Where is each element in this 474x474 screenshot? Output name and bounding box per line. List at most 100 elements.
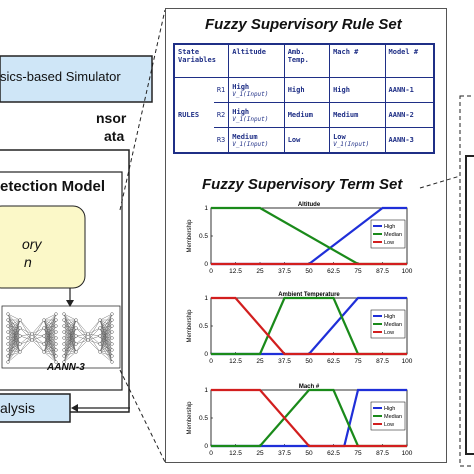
network-node: [62, 318, 66, 322]
legend-label: Median: [384, 322, 402, 328]
x-tick-label: 62.5: [327, 358, 340, 365]
network-node: [6, 360, 10, 364]
legend-label: High: [384, 314, 395, 320]
legend-label: Low: [384, 240, 394, 246]
series-line-low: [211, 388, 407, 448]
analysis-box: [0, 393, 71, 423]
network-node: [54, 312, 58, 316]
network-node: [6, 312, 10, 316]
x-tick-label: 100: [402, 358, 413, 365]
rule-set-title: Fuzzy Supervisory Rule Set: [205, 16, 402, 33]
x-tick-label: 37.5: [278, 450, 291, 457]
cell-altitude-sub: V_1(Input): [232, 140, 269, 148]
network-node: [54, 360, 58, 364]
fuzzy-supervisor-box: [0, 205, 86, 289]
cell-altitude-sub: V_1(Input): [232, 115, 269, 123]
y-tick-label: 0: [204, 351, 208, 358]
x-tick-label: 62.5: [327, 268, 340, 275]
network-node: [98, 318, 102, 322]
right-connector: [419, 95, 474, 467]
series-line-low: [211, 296, 407, 356]
legend-label: Low: [384, 422, 394, 428]
cell-model: AANN-3: [384, 127, 435, 154]
aann-label: AANN-3: [47, 362, 85, 373]
network-node: [54, 324, 58, 328]
legend-label: High: [384, 224, 395, 230]
y-tick-label: 0.5: [199, 323, 208, 330]
y-tick-label: 0.5: [199, 415, 208, 422]
network-node: [54, 342, 58, 346]
network-node: [62, 360, 66, 364]
simulator-label: sics-based Simulator: [0, 69, 121, 84]
system-diagram: [0, 9, 165, 463]
network-node: [110, 318, 114, 322]
network-node: [62, 324, 66, 328]
network-node: [62, 342, 66, 346]
cell-amb-temp: Low: [283, 127, 331, 154]
network-node: [62, 312, 66, 316]
detection-model-label: etection Model: [0, 178, 106, 195]
y-axis-label: Membership: [187, 401, 193, 435]
network-node: [6, 330, 10, 334]
network-node: [6, 336, 10, 340]
rules-label: RULES: [173, 77, 214, 154]
network-node: [54, 330, 58, 334]
aann-network-icon: [1, 305, 121, 369]
x-tick-label: 0: [209, 268, 213, 275]
cell-altitude-value: Medium: [232, 132, 258, 141]
x-tick-label: 87.5: [376, 358, 389, 365]
network-node: [110, 354, 114, 358]
network-node: [42, 326, 46, 330]
term-set-title: Fuzzy Supervisory Term Set: [202, 176, 403, 193]
network-node: [18, 350, 22, 354]
legend-label: Low: [384, 330, 394, 336]
network-node: [98, 334, 102, 338]
network-node: [62, 336, 66, 340]
rule-table: State Variables Altitude Amb. Temp. Mach…: [173, 43, 435, 154]
x-tick-label: 87.5: [376, 450, 389, 457]
network-node: [62, 348, 66, 352]
x-tick-label: 75: [354, 450, 362, 457]
x-tick-label: 50: [305, 450, 313, 457]
network-node: [42, 334, 46, 338]
series-line-high: [211, 388, 407, 448]
y-tick-label: 1: [204, 205, 208, 212]
x-tick-label: 0: [209, 450, 213, 457]
x-tick-label: 0: [209, 358, 213, 365]
network-node: [110, 342, 114, 346]
x-tick-label: 100: [402, 268, 413, 275]
cell-mach-sub: V_1(Input): [333, 140, 370, 148]
legend-label: Median: [384, 414, 402, 420]
x-tick-label: 100: [402, 450, 413, 457]
x-tick-label: 75: [354, 268, 362, 275]
header-amb-temp: Amb. Temp.: [283, 43, 331, 78]
y-axis-label: Membership: [187, 309, 193, 343]
x-tick-label: 12.5: [229, 268, 242, 275]
cell-altitude-value: High: [232, 107, 250, 116]
network-node: [74, 326, 78, 330]
data-label: ata: [104, 128, 125, 144]
network-node: [30, 338, 34, 342]
network-node: [42, 342, 46, 346]
y-tick-label: 0: [204, 261, 208, 268]
network-node: [98, 350, 102, 354]
cell-altitude-sub: V_1(Input): [232, 90, 269, 98]
network-node: [98, 326, 102, 330]
network-node: [74, 342, 78, 346]
x-tick-label: 25: [256, 450, 264, 457]
network-node: [6, 342, 10, 346]
network-node: [54, 354, 58, 358]
x-tick-label: 87.5: [376, 268, 389, 275]
legend-label: Median: [384, 232, 402, 238]
network-node: [110, 360, 114, 364]
chart-title: Ambient Temperature: [278, 292, 340, 298]
x-tick-label: 62.5: [327, 450, 340, 457]
network-node: [86, 332, 90, 336]
network-node: [86, 338, 90, 342]
network-node: [74, 334, 78, 338]
